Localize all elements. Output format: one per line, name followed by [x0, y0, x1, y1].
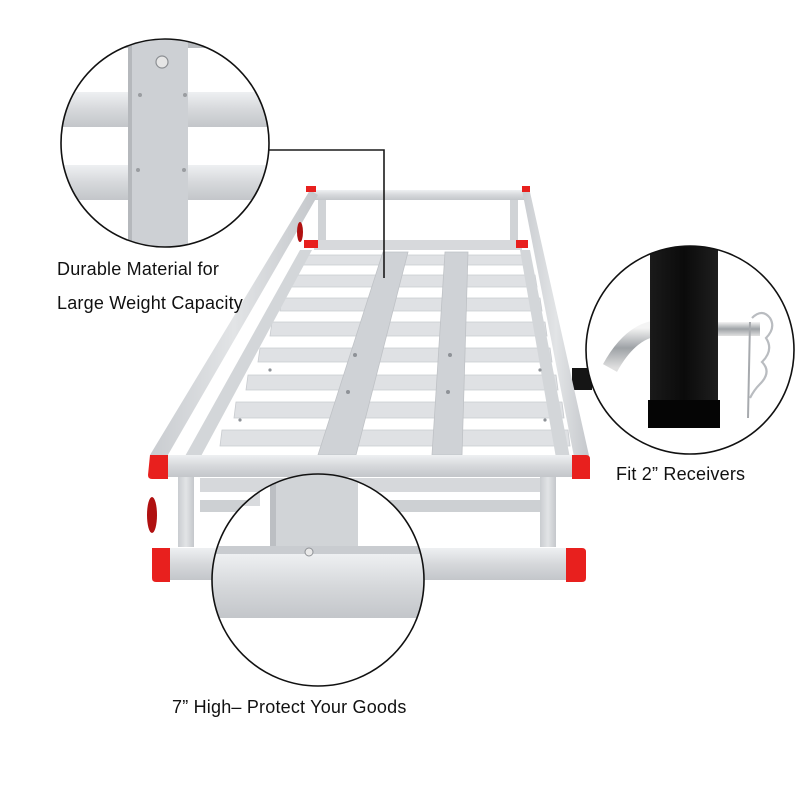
hitch-shank-stub: [572, 368, 592, 390]
callout-material-line-1: Durable Material for: [57, 259, 220, 279]
detail-circle-height: [211, 473, 425, 687]
cargo-carrier: [147, 186, 592, 582]
callout-height-label: 7” High– Protect Your Goods: [172, 697, 407, 717]
detail-circle-receiver: [585, 245, 795, 455]
detail-circle-material: [60, 38, 270, 248]
callout-material-line-2: Large Weight Capacity: [57, 293, 243, 313]
red-corner-caps: [148, 186, 590, 582]
callout-receiver-label: Fit 2” Receivers: [616, 464, 746, 484]
callout-leader-line: [268, 149, 385, 278]
